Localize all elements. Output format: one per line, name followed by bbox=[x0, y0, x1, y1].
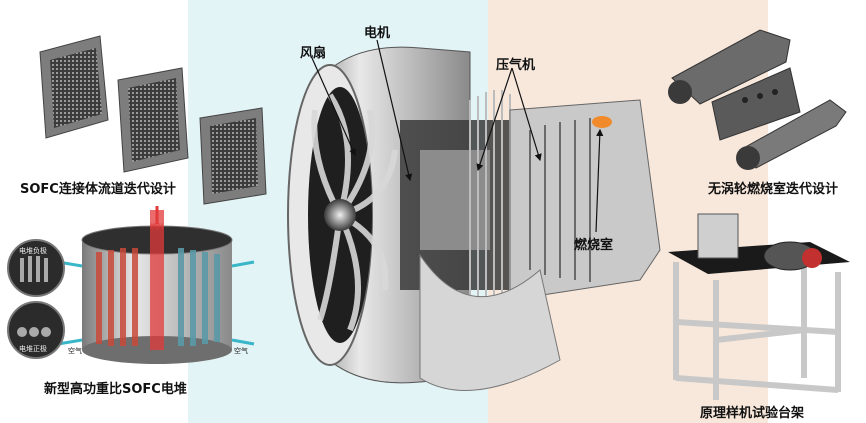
label-combustor: 燃烧室 bbox=[574, 238, 614, 253]
stack-detail-circle-positive bbox=[7, 301, 65, 359]
stack-detail-circle-negative bbox=[7, 239, 65, 297]
test-rig-illustration bbox=[668, 213, 850, 400]
sofc-interconnect-plate-2 bbox=[117, 67, 189, 173]
label-compressor: 压气机 bbox=[496, 58, 536, 73]
sofc-interconnect-plate-3 bbox=[199, 107, 267, 205]
label-test-rig: 原理样机试验台架 bbox=[700, 406, 805, 421]
sofc-interconnect-plate-1 bbox=[39, 35, 109, 139]
label-sofc-stack: 新型高功重比SOFC电堆 bbox=[44, 382, 187, 397]
label-fan: 风扇 bbox=[300, 46, 327, 61]
callout-positive: 电堆正极 bbox=[19, 345, 47, 353]
label-sofc-interconnect: SOFC连接体流道迭代设计 bbox=[20, 182, 176, 197]
callout-air-left: 空气 bbox=[68, 347, 82, 355]
label-motor: 电机 bbox=[364, 26, 391, 41]
leader-lines bbox=[311, 39, 604, 233]
sofc-stack-illustration bbox=[57, 206, 255, 364]
combustor-parts-illustration bbox=[668, 29, 847, 170]
callout-fuel: 燃料 bbox=[150, 223, 164, 231]
label-combustor-design: 无涡轮燃烧室迭代设计 bbox=[708, 182, 839, 197]
callout-air-right: 空气 bbox=[234, 347, 248, 355]
engine-cutaway bbox=[287, 46, 661, 391]
callout-negative: 电堆负极 bbox=[19, 247, 47, 255]
